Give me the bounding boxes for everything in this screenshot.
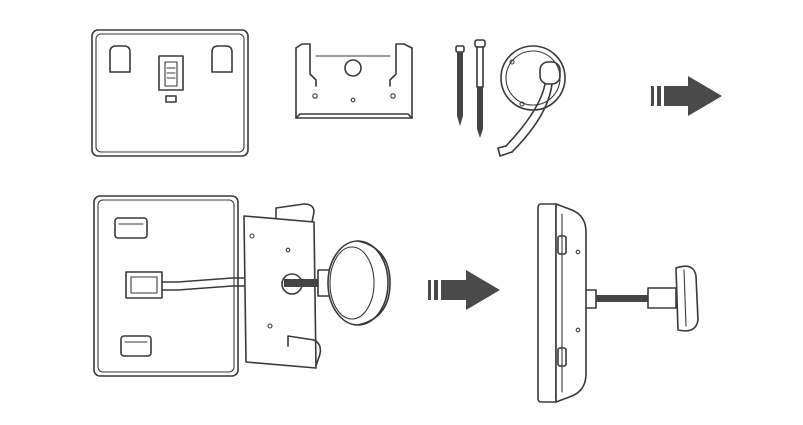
monitor-side-view [537,203,597,403]
monitor-back-panel [91,29,249,157]
installed-door-viewer-camera [596,265,699,332]
screws [455,39,486,138]
right-arrow-icon [428,270,500,310]
mounting-plate [295,43,413,119]
assembly-mounting-plate [243,203,322,369]
assembly-monitor-back-panel [93,195,239,377]
door-viewer-camera [497,45,566,157]
assembly-door-viewer-camera [317,240,391,326]
right-arrow-icon [651,76,722,116]
